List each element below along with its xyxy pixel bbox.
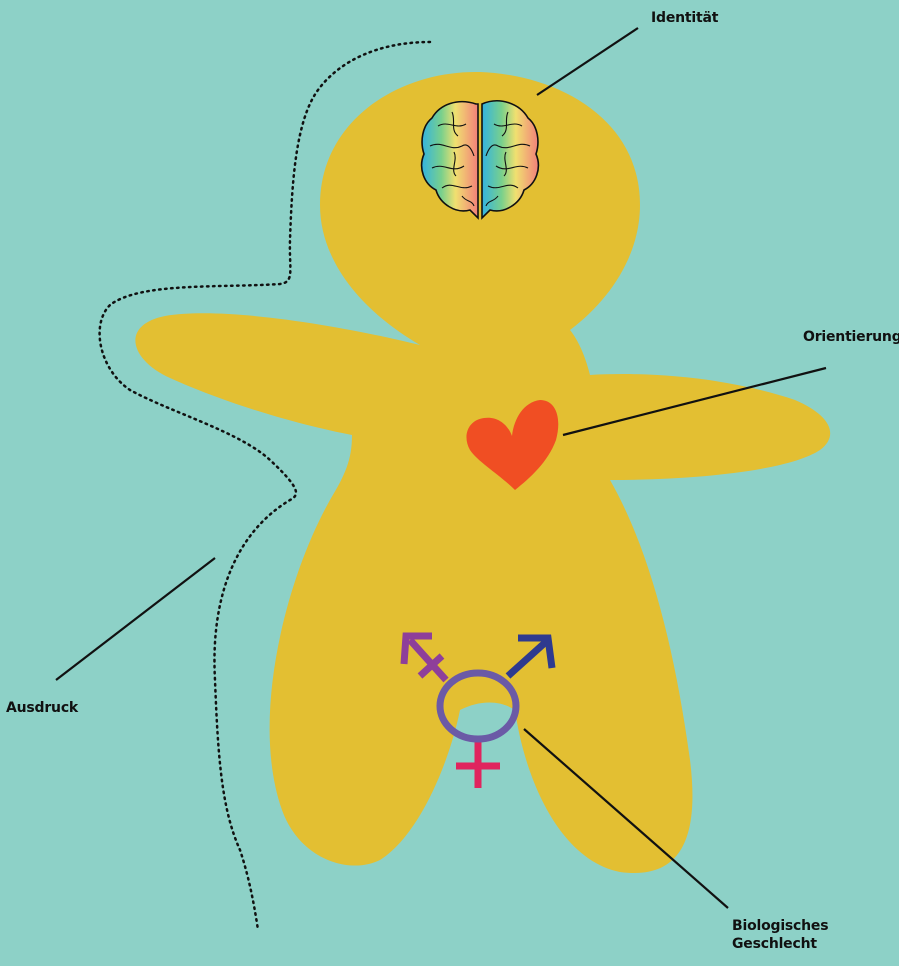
label-expression: Ausdruck — [6, 699, 78, 717]
expression-pointer-line — [56, 558, 215, 680]
label-orientation: Orientierung — [803, 328, 899, 346]
label-identity: Identität — [651, 9, 718, 27]
label-biological-sex: Biologisches Geschlecht — [732, 917, 828, 953]
identity-pointer-line — [537, 28, 638, 95]
label-biological-sex-line1: Biologisches — [732, 917, 828, 935]
label-biological-sex-line2: Geschlecht — [732, 935, 828, 953]
